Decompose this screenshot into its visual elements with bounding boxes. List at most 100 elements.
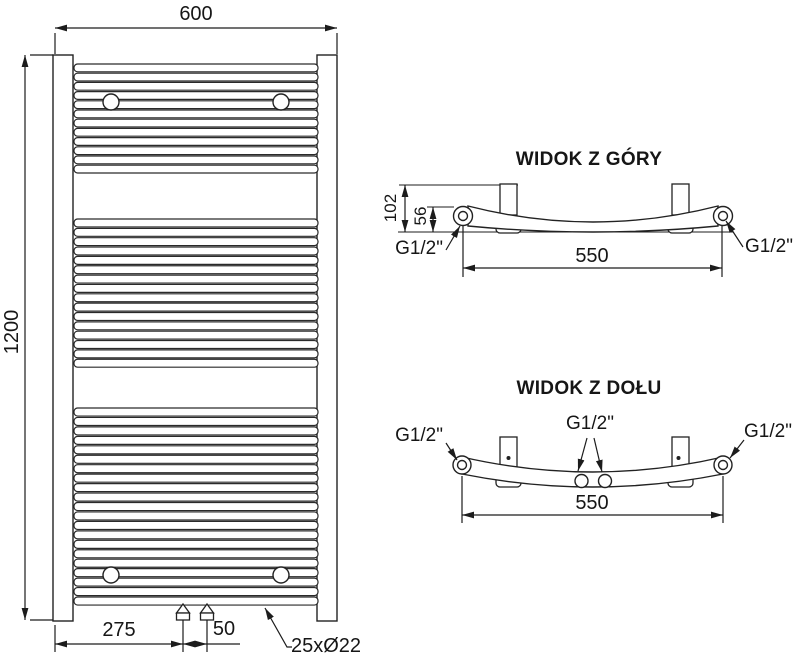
- connection-bottom-center-label: G1/2": [566, 413, 614, 434]
- thread-hole: [457, 210, 469, 222]
- radiator-tube: [73, 137, 319, 147]
- radiator-tube: [73, 321, 319, 331]
- valve-connection-icon: [175, 612, 191, 621]
- dimension-bottom-connections: [54, 620, 240, 652]
- dimension-height-1200: [21, 54, 53, 621]
- connection-top-left-label: G1/2": [395, 238, 443, 259]
- radiator-tube: [73, 596, 319, 606]
- radiator-tube: [73, 127, 319, 137]
- dimension-span-550-bottom: [461, 476, 724, 523]
- bracket-stem: [499, 436, 518, 468]
- radiator-tube: [73, 330, 319, 340]
- bottom-view-title: WIDOK Z DOŁU: [516, 378, 662, 399]
- bottom-center-connections: [574, 473, 613, 489]
- dim-depth-label: 102: [381, 193, 400, 223]
- bracket-stem: [499, 183, 518, 216]
- radiator-tube: [73, 549, 319, 559]
- radiator-tube: [73, 454, 319, 464]
- radiator-tube: [73, 90, 319, 100]
- radiator-tube: [73, 426, 319, 436]
- radiator-tube: [73, 568, 319, 578]
- bracket-screw-dot: [676, 456, 681, 460]
- radiator-tube: [73, 81, 319, 91]
- radiator-tube: [73, 218, 319, 228]
- top-view-leaders: [445, 220, 744, 251]
- radiator-rail-right: [316, 54, 338, 622]
- center-connection: [574, 473, 589, 489]
- radiator-tube: [73, 530, 319, 540]
- thread-hole: [717, 459, 729, 471]
- radiator-tube: [73, 118, 319, 128]
- radiator-tube: [73, 501, 319, 512]
- dim-span-bottom-label: 550: [575, 492, 609, 514]
- radiator-tube: [73, 492, 319, 502]
- radiator-tube: [73, 283, 319, 294]
- radiator-tube: [73, 435, 319, 446]
- bottom-view-leaders: [445, 437, 745, 473]
- radiator-tubes: [73, 63, 319, 606]
- radiator-tube: [73, 100, 319, 110]
- curved-tube-top-view: [467, 205, 719, 233]
- radiator-tube: [73, 255, 319, 265]
- dim-width-label: 600: [179, 3, 213, 25]
- bottom-view-drawing: [445, 436, 745, 523]
- radiator-tube: [73, 302, 319, 312]
- radiator-tube: [73, 311, 319, 322]
- radiator-tube: [73, 164, 319, 174]
- bottom-view-end-connections: [452, 455, 733, 475]
- radiator-tube: [73, 237, 319, 247]
- dim-rail-depth-label: 56: [411, 206, 430, 226]
- radiator-tube: [73, 274, 319, 284]
- radiator-tube: [73, 227, 319, 237]
- radiator-tube: [73, 473, 319, 483]
- radiator-tube: [73, 511, 319, 521]
- connection-top-right-label: G1/2": [745, 236, 793, 257]
- radiator-tube: [73, 586, 319, 597]
- dimension-width-600: [54, 24, 338, 54]
- bracket-circle: [102, 93, 120, 111]
- center-connection: [597, 473, 613, 489]
- mounting-bracket-circles: [102, 93, 290, 584]
- bracket-circle: [272, 566, 290, 584]
- radiator-tube: [73, 339, 319, 350]
- dim-valve-spacing-label: 50: [212, 618, 236, 640]
- dim-span-top-label: 550: [575, 245, 609, 267]
- radiator-tube: [73, 577, 319, 587]
- radiator-tube: [73, 349, 319, 359]
- radiator-tube: [73, 72, 319, 82]
- radiator-tube: [73, 155, 319, 165]
- radiator-tube: [73, 483, 319, 493]
- bracket-circle: [272, 93, 290, 111]
- thread-hole: [717, 210, 729, 222]
- radiator-tube: [73, 109, 319, 119]
- top-view-drawing: [398, 183, 744, 277]
- front-view-drawing: [21, 24, 338, 652]
- radiator-tube: [73, 358, 319, 368]
- bracket-stem: [671, 183, 690, 216]
- radiator-tube: [73, 520, 319, 531]
- bracket-screw-dot: [506, 456, 511, 460]
- radiator-tube: [73, 63, 319, 73]
- radiator-tube: [73, 539, 319, 549]
- radiator-tube: [73, 265, 319, 275]
- radiator-tube: [73, 416, 319, 427]
- dim-bottom-offset-label: 275: [102, 619, 136, 641]
- tube-spec-label: 25xØ22: [291, 635, 362, 657]
- radiator-tube: [73, 558, 319, 568]
- radiator-tube: [73, 146, 319, 156]
- radiator-tube: [73, 246, 319, 256]
- radiator-rail-left: [52, 54, 74, 622]
- thread-hole: [456, 459, 468, 471]
- connection-bottom-right-label: G1/2": [744, 421, 792, 442]
- dim-height-label: 1200: [1, 309, 23, 355]
- top-view-title: WIDOK Z GÓRY: [515, 149, 663, 170]
- connection-bottom-left-label: G1/2": [395, 425, 443, 446]
- radiator-tube: [73, 293, 319, 303]
- radiator-tube: [73, 445, 319, 455]
- bracket-circle: [102, 566, 120, 584]
- radiator-tube: [73, 464, 319, 474]
- bracket-stem: [671, 436, 690, 468]
- tube-spec-leader: [264, 607, 292, 648]
